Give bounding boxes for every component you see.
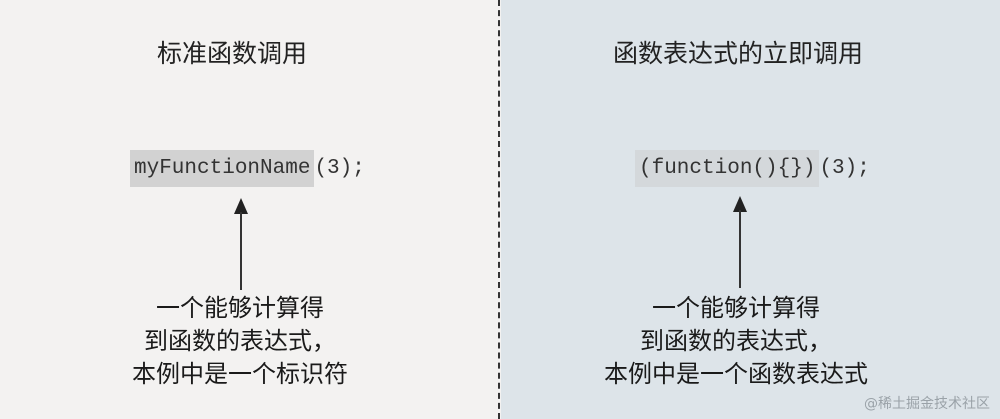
right-panel-title: 函数表达式的立即调用 — [613, 39, 864, 68]
right-panel: 函数表达式的立即调用 (function(){})(3); 一个能够计算得 到函… — [501, 0, 1000, 419]
right-code-rest: (3); — [819, 157, 870, 180]
left-panel-title: 标准函数调用 — [157, 39, 308, 68]
dashed-divider — [498, 0, 500, 419]
caption-line: 一个能够计算得 — [156, 294, 324, 322]
watermark: @稀土掘金技术社区 — [864, 396, 990, 412]
caption-line: 本例中是一个函数表达式 — [604, 360, 868, 388]
up-arrow-icon — [733, 196, 747, 288]
caption-line: 到函数的表达式， — [640, 327, 832, 355]
right-code-highlight: (function(){}) — [635, 150, 820, 187]
right-caption: 一个能够计算得 到函数的表达式， 本例中是一个函数表达式 — [571, 292, 901, 391]
caption-line: 到函数的表达式， — [144, 327, 336, 355]
up-arrow-icon — [234, 198, 248, 290]
caption-line: 一个能够计算得 — [652, 294, 820, 322]
left-code-highlight: myFunctionName — [130, 150, 315, 187]
left-code-rest: (3); — [314, 157, 365, 180]
left-code-snippet: myFunctionName(3); — [130, 150, 365, 187]
left-panel: 标准函数调用 myFunctionName(3); 一个能够计算得 到函数的表达… — [0, 0, 499, 419]
right-code-snippet: (function(){})(3); — [635, 150, 870, 187]
caption-line: 本例中是一个标识符 — [132, 360, 348, 388]
left-caption: 一个能够计算得 到函数的表达式， 本例中是一个标识符 — [95, 292, 385, 391]
